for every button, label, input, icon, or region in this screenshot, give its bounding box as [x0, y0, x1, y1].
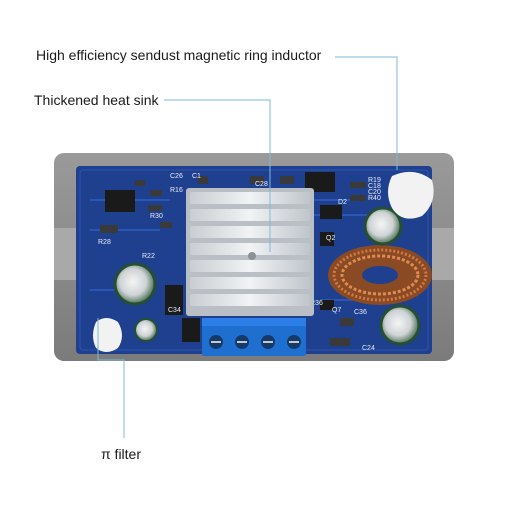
- label-c36: C36: [354, 309, 367, 316]
- label-c34: C34: [168, 307, 181, 314]
- label-d2: D2: [338, 199, 347, 206]
- label-c26: C26: [170, 173, 183, 180]
- label-c28: C28: [255, 181, 268, 188]
- label-q7: Q7: [332, 307, 341, 314]
- glue-blobs: [93, 171, 434, 352]
- terminal-block: [202, 318, 306, 356]
- label-r19: R19: [368, 177, 381, 184]
- capacitors: [113, 206, 421, 346]
- label-c20: C20: [368, 189, 381, 196]
- callout-heatsink: [164, 99, 271, 252]
- callout-lines: [97, 56, 398, 438]
- callout-label-pi-filter: π filter: [101, 446, 141, 462]
- label-r30: R30: [150, 213, 163, 220]
- heat-sink: [186, 188, 314, 316]
- callout-inductor: [335, 56, 398, 170]
- silkscreen-labels: C26 R16 C1 C28 R30 R28 R22 C34 Q2 R36 Q7…: [98, 173, 381, 352]
- label-r16: R16: [170, 187, 183, 194]
- callout-label-heat-sink: Thickened heat sink: [34, 92, 159, 108]
- callout-filter: [97, 318, 125, 438]
- label-c24: C24: [362, 345, 375, 352]
- label-r40: R40: [368, 195, 381, 202]
- label-r22: R22: [142, 253, 155, 260]
- callout-label-inductor: High efficiency sendust magnetic ring in…: [36, 47, 322, 63]
- label-r28: R28: [98, 239, 111, 246]
- label-r36: R36: [310, 300, 323, 307]
- label-c1: C1: [192, 173, 201, 180]
- label-q2: Q2: [326, 235, 335, 242]
- label-c18: C18: [368, 183, 381, 190]
- toroid-inductor: [328, 245, 432, 305]
